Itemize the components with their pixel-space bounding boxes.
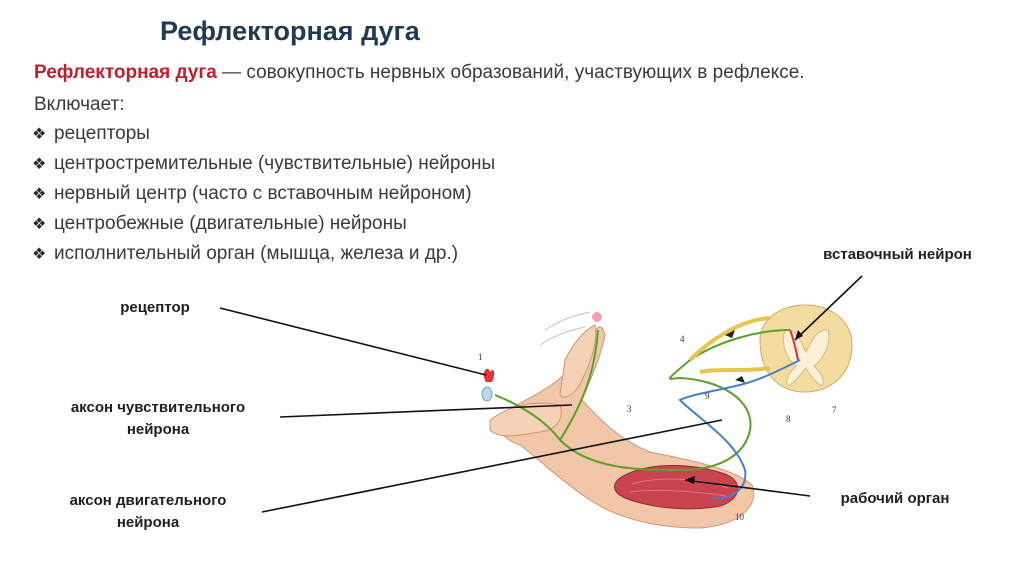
list-item: ❖исполнительный орган (мышца, железа и д… — [32, 242, 495, 272]
interneuron-illustration — [789, 329, 799, 361]
page-title: Рефлекторная дуга — [160, 16, 420, 46]
list-item: ❖центростремительные (чувствительные) не… — [32, 152, 495, 182]
figure-number: 1 — [478, 352, 483, 362]
motor-nerve — [678, 359, 801, 500]
label-motor-axon: аксон двигательного нейрона — [69, 492, 227, 531]
lower-hand-illustration — [489, 402, 562, 437]
diamond-bullet-icon: ❖ — [32, 156, 47, 173]
diamond-bullet-icon: ❖ — [32, 216, 47, 233]
leader-line-receptor — [219, 307, 487, 376]
leader-line-motor-axon — [261, 419, 723, 513]
figure-number: 3 — [627, 404, 632, 414]
diamond-bullet-icon: ❖ — [32, 186, 47, 203]
diamond-bullet-icon: ❖ — [32, 246, 47, 263]
label-sensory-axon: аксон чувствительного нейрона — [70, 399, 246, 438]
label-receptor: рецептор — [120, 299, 190, 316]
figure-number: 9 — [705, 391, 710, 401]
figure-number: 8 — [786, 414, 791, 424]
label-effector: рабочий орган — [840, 490, 950, 507]
arrowhead — [795, 330, 803, 340]
list-item: ❖рецепторы — [32, 122, 495, 152]
muscle-illustration — [614, 464, 738, 510]
diamond-bullet-icon: ❖ — [32, 126, 47, 143]
figure-number: 4 — [680, 334, 685, 344]
figure-number: 7 — [832, 405, 837, 415]
flame-icon — [483, 368, 495, 382]
hand-illustration — [559, 324, 597, 398]
candle-icon — [481, 386, 493, 402]
figure-number: 10 — [735, 512, 745, 522]
list-item: ❖нервный центр (часто с вставочным нейро… — [32, 182, 495, 212]
spinal-cord-illustration — [759, 304, 853, 393]
definition-term: Рефлекторная дуга — [34, 62, 217, 83]
definition-text: — совокупность нервных образований, учас… — [216, 62, 805, 83]
label-interneuron: вставочный нейрон — [823, 246, 972, 263]
leader-line-sensory-axon — [279, 404, 573, 418]
leader-line-effector — [684, 479, 811, 497]
list-item: ❖центробежные (двигательные) нейроны — [32, 212, 495, 242]
leader-line-interneuron — [794, 275, 863, 341]
arrowhead — [685, 476, 695, 484]
includes-label: Включает: — [34, 94, 125, 115]
definition: Рефлекторная дуга — совокупность нервных… — [34, 62, 805, 84]
components-list: ❖рецепторы ❖центростремительные (чувстви… — [32, 122, 495, 272]
